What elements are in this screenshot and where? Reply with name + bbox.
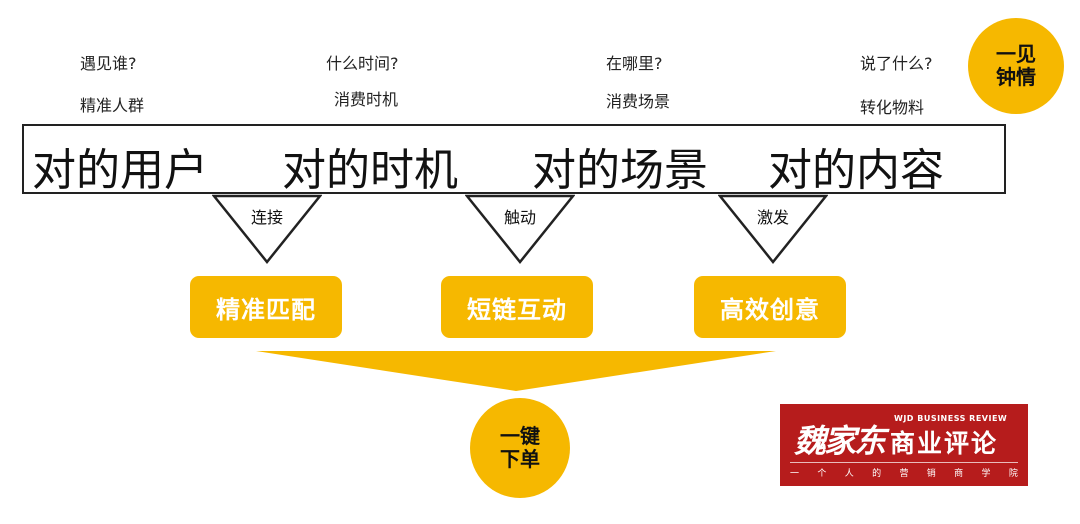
connector-inspire: 激发 (756, 208, 789, 227)
badge-love-at-first-sight: 一见 钟情 (968, 18, 1064, 114)
connector-connect: 连接 (250, 208, 283, 227)
subtitle-material: 转化物料 (860, 98, 925, 117)
badge-bottom-line2: 下单 (500, 447, 540, 471)
action-precise-match: 精准匹配 (190, 276, 342, 338)
slogan-char: 一 (790, 469, 800, 479)
question-who: 遇见谁? (80, 54, 137, 73)
slogan-char: 个 (817, 469, 827, 479)
slogan-char: 的 (872, 469, 882, 479)
funnel-arrow (256, 351, 776, 391)
slogan-char: 商 (954, 469, 964, 479)
main-item-user: 对的用户 (32, 145, 208, 196)
triangle-touch (465, 194, 575, 264)
triangle-connect (212, 194, 322, 264)
action-efficient-creative: 高效创意 (694, 276, 846, 338)
slogan-char: 学 (981, 469, 991, 479)
wjd-business-review-logo: 魏家东 WJD BUSINESS REVIEW 商业评论 一 个 人 的 营 销… (780, 404, 1028, 486)
subtitle-timing: 消费时机 (334, 90, 399, 109)
slogan-char: 销 (926, 469, 936, 479)
badge-top-line1: 一见 (996, 42, 1036, 66)
question-when: 什么时间? (326, 54, 399, 73)
question-where: 在哪里? (606, 54, 663, 73)
main-item-scene: 对的场景 (532, 145, 708, 196)
badge-top-line2: 钟情 (996, 65, 1036, 89)
slogan-char: 营 (899, 469, 909, 479)
triangle-inspire (718, 194, 828, 264)
logo-english: WJD BUSINESS REVIEW (894, 414, 1008, 423)
action-short-link: 短链互动 (441, 276, 593, 338)
logo-chinese: 商业评论 (890, 429, 999, 458)
logo-divider (790, 462, 1018, 463)
main-item-content: 对的内容 (768, 145, 944, 196)
question-what: 说了什么? (860, 54, 933, 73)
badge-bottom-line1: 一键 (500, 424, 540, 448)
slogan-char: 院 (1008, 469, 1018, 479)
badge-one-click-order: 一键 下单 (470, 398, 570, 498)
subtitle-scene: 消费场景 (606, 92, 671, 111)
subtitle-audience: 精准人群 (80, 96, 145, 115)
logo-script: 魏家东 (794, 422, 886, 460)
slogan-char: 人 (844, 469, 854, 479)
logo-slogan: 一 个 人 的 营 销 商 学 院 (790, 466, 1018, 479)
main-item-timing: 对的时机 (282, 145, 458, 196)
main-statement-box: 对的用户 对的时机 对的场景 对的内容 (22, 124, 1006, 196)
connector-touch: 触动 (503, 208, 536, 227)
